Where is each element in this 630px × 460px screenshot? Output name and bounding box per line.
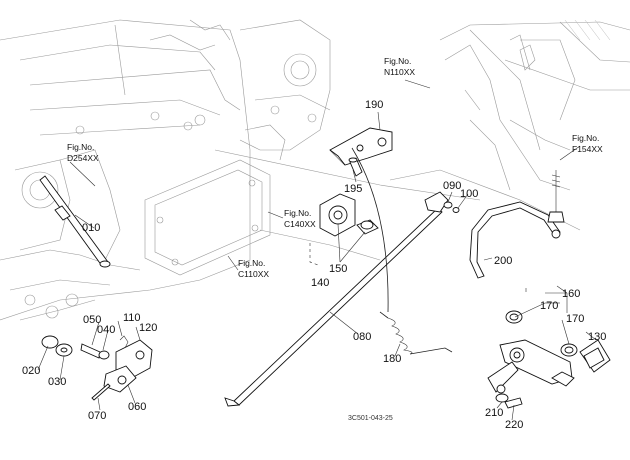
figref-d254: Fig.No. D254XX — [67, 142, 99, 163]
part-010-shaft-lever — [39, 175, 111, 268]
label-090: 090 — [443, 180, 461, 192]
figref-f154: Fig.No. F154XX — [572, 133, 603, 154]
label-030: 030 — [48, 376, 66, 388]
svg-text:Fig.No.: Fig.No. — [67, 142, 94, 152]
part-080-rod — [224, 191, 449, 407]
part-070-pin — [91, 383, 111, 401]
part-labels: 190 195 090 100 010 200 150 140 160 170 … — [22, 99, 606, 431]
part-150-clamp — [319, 193, 379, 237]
part-210-220-washer-bolt — [495, 393, 523, 409]
part-170-bushing-upper — [505, 310, 523, 324]
label-010: 010 — [82, 222, 100, 234]
label-050: 050 — [83, 314, 101, 326]
part-190-bracket — [329, 127, 393, 166]
label-170-upper: 170 — [540, 300, 558, 312]
svg-text:D254XX: D254XX — [67, 153, 99, 163]
group-140-bracket — [309, 243, 319, 266]
label-060: 060 — [128, 401, 146, 413]
part-200-bent-bar — [469, 201, 561, 279]
label-080: 080 — [353, 331, 371, 343]
part-160-pedal-assembly — [487, 339, 575, 394]
part-180-spring — [351, 147, 453, 355]
label-160: 160 — [562, 288, 580, 300]
svg-text:F154XX: F154XX — [572, 144, 603, 154]
label-110: 110 — [123, 312, 141, 324]
label-020: 020 — [22, 365, 40, 377]
figref-c110: Fig.No. C110XX — [238, 258, 269, 279]
label-190: 190 — [365, 99, 383, 111]
figure-references: Fig.No. N110XX Fig.No. D254XX Fig.No. F1… — [67, 56, 603, 279]
part-threaded-rod — [547, 170, 565, 223]
part-050-040-pin — [80, 343, 110, 360]
svg-text:Fig.No.: Fig.No. — [384, 56, 411, 66]
label-210: 210 — [485, 407, 503, 419]
drawing-code: 3C501-043-25 — [348, 415, 393, 422]
part-130-pedal-pad — [579, 339, 611, 373]
label-170-lower: 170 — [566, 313, 584, 325]
figref-c140: Fig.No. C140XX — [284, 208, 316, 229]
leader-lines — [37, 79, 597, 421]
part-090-100-clip — [443, 201, 460, 213]
background-housing — [0, 19, 630, 321]
label-130: 130 — [588, 331, 606, 343]
label-200: 200 — [494, 255, 512, 267]
label-150: 150 — [329, 263, 347, 275]
svg-text:Fig.No.: Fig.No. — [572, 133, 599, 143]
svg-text:Fig.No.: Fig.No. — [238, 258, 265, 268]
svg-text:N110XX: N110XX — [384, 67, 415, 77]
svg-text:C140XX: C140XX — [284, 219, 316, 229]
label-040: 040 — [97, 324, 115, 336]
part-020-030-washers — [41, 335, 73, 357]
label-120: 120 — [139, 322, 157, 334]
label-140: 140 — [311, 277, 329, 289]
label-195: 195 — [344, 183, 362, 195]
label-070: 070 — [88, 410, 106, 422]
part-110-cotter — [119, 335, 129, 351]
svg-text:Fig.No.: Fig.No. — [284, 208, 311, 218]
part-170-bushing-lower — [560, 343, 578, 357]
label-220: 220 — [505, 419, 523, 431]
figref-n110: Fig.No. N110XX — [384, 56, 415, 77]
svg-text:C110XX: C110XX — [238, 269, 269, 279]
label-180: 180 — [383, 353, 401, 365]
part-120-060-clevis — [103, 339, 153, 393]
part-195-bolt — [348, 157, 363, 177]
label-100: 100 — [460, 188, 478, 200]
